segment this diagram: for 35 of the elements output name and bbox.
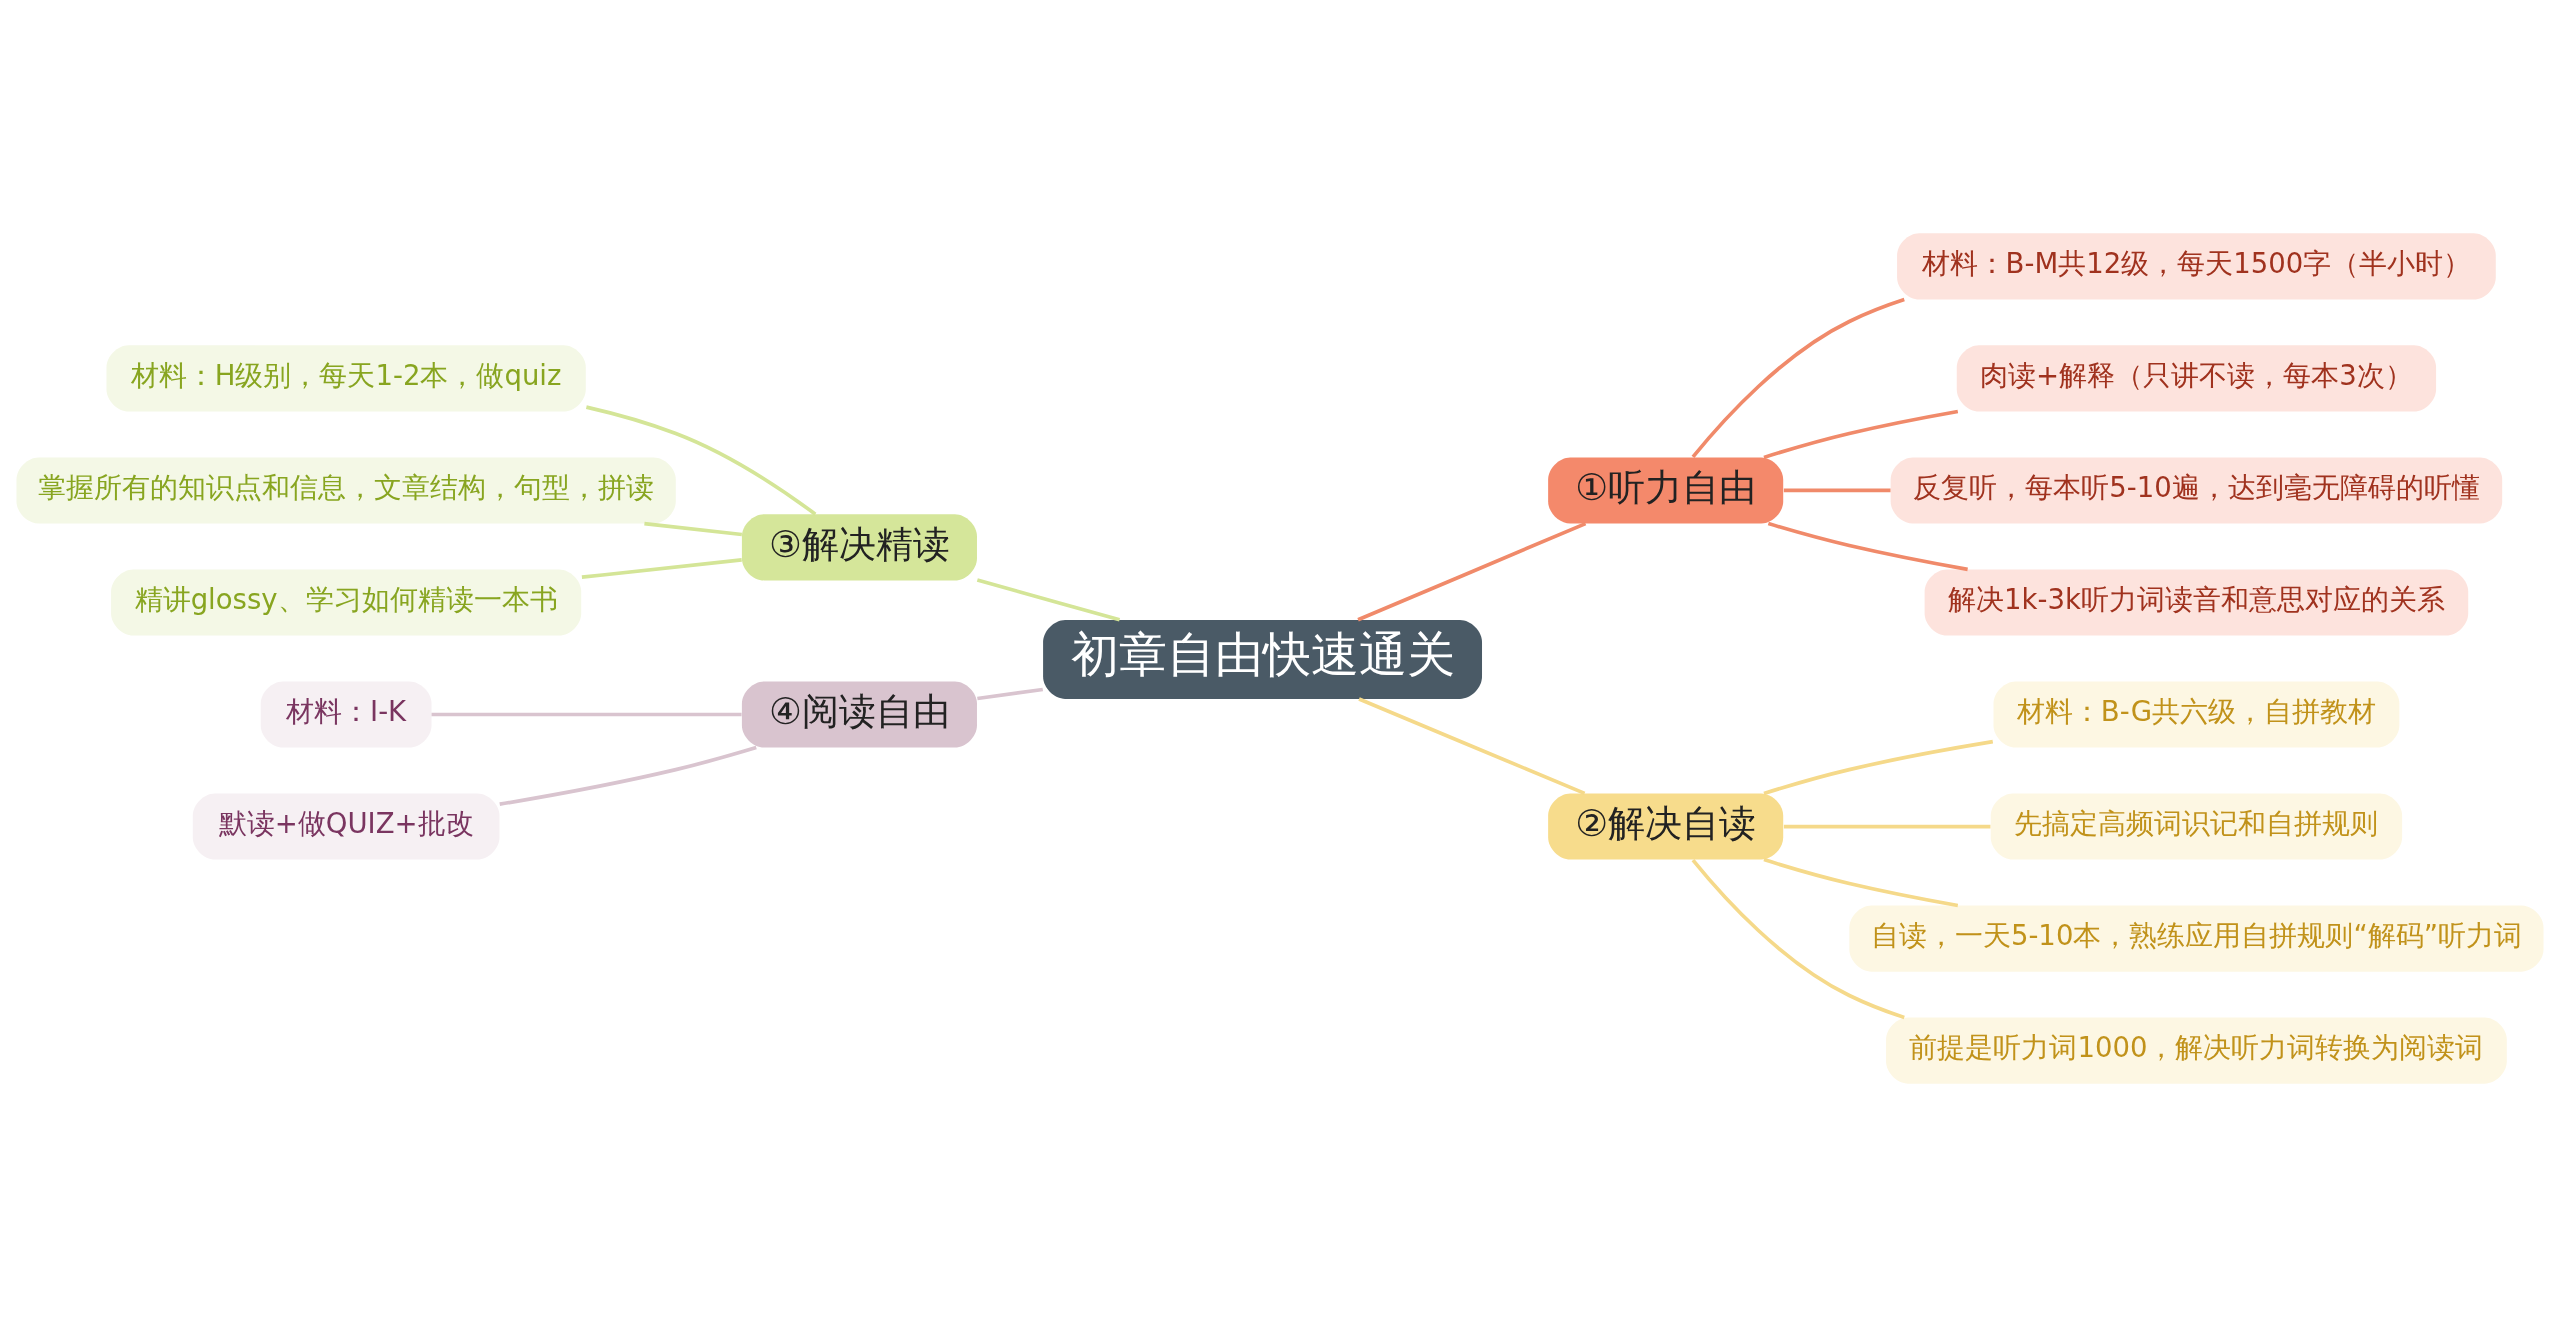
connector xyxy=(581,558,742,580)
connector xyxy=(1783,824,1991,829)
connector xyxy=(977,687,1044,701)
connector xyxy=(644,521,743,537)
node-box: 掌握所有的知识点和信息，文章结构，句型，拼读 xyxy=(16,457,676,524)
connector xyxy=(585,405,817,516)
node-box: 材料：B-M共12级，每天1500字（半小时） xyxy=(1897,233,2496,300)
connector xyxy=(1691,297,1905,459)
node-box: 前提是听力词1000，解决听力词转换为阅读词 xyxy=(1886,1017,2507,1084)
connector xyxy=(431,712,742,717)
connector xyxy=(1763,857,1959,908)
node-box: 先搞定高频词识记和自拼规则 xyxy=(1990,793,2403,860)
connector xyxy=(1691,858,1905,1020)
node-box: ②解决自读 xyxy=(1548,793,1784,860)
node-box: ①听力自由 xyxy=(1548,457,1784,524)
node-box: ④阅读自由 xyxy=(741,681,977,748)
connector xyxy=(1357,521,1587,622)
connector xyxy=(1358,697,1586,796)
node-box: 精讲glossy、学习如何精读一本书 xyxy=(111,569,582,636)
connector xyxy=(1763,409,1959,460)
node-box: 默读+做QUIZ+批改 xyxy=(192,793,500,860)
node-box: ③解决精读 xyxy=(741,514,977,581)
connector xyxy=(499,745,757,806)
connector xyxy=(1767,521,1968,572)
node-box: 材料：I-K xyxy=(260,681,432,748)
connector xyxy=(1763,739,1994,796)
connector xyxy=(1783,488,1891,493)
node-box: 反复听，每本听5-10遍，达到毫无障碍的听懂 xyxy=(1890,457,2503,524)
node-box: 材料：B-G共六级，自拼教材 xyxy=(1993,681,2400,748)
node-box: 材料：H级别，每天1-2本，做quiz xyxy=(106,345,586,412)
node-box: 解决1k-3k听力词读音和意思对应的关系 xyxy=(1924,569,2469,636)
node-box: 自读，一天5-10本，熟练应用自拼规则“解码”听力词 xyxy=(1849,905,2544,972)
node-box: 初章自由快速通关 xyxy=(1043,619,1482,699)
connector xyxy=(976,578,1121,622)
node-box: 肉读+解释（只讲不读，每本3次） xyxy=(1956,345,2437,412)
